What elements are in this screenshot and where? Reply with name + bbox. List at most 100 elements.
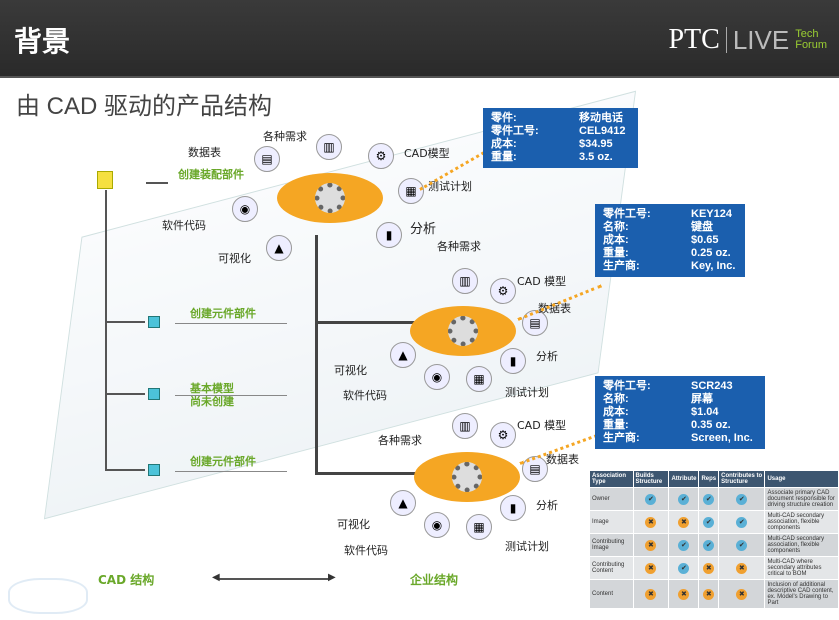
usage-text: Multi-CAD where secondary attributes cri…: [764, 556, 839, 580]
association-type: Image: [589, 510, 634, 534]
document-icon: ▥: [452, 413, 478, 439]
gear-icon: [452, 462, 482, 492]
arrow-right-icon: ▶: [328, 572, 336, 583]
check-icon: ✔: [678, 539, 690, 551]
cross-icon: ✖: [678, 588, 690, 600]
label-test-plan: 测试计划: [505, 540, 549, 553]
table-row: Contributing Content✖✔✖✖Multi-CAD where …: [589, 556, 839, 580]
arrow-left-icon: ◀: [212, 572, 220, 583]
pdf-icon: ▤: [522, 456, 548, 482]
cross-icon: ✖: [703, 562, 715, 574]
slide-title: 背景: [14, 25, 71, 58]
cad-structure-label: CAD 结构: [98, 573, 155, 587]
check-icon: ✔: [703, 493, 715, 505]
chart-icon: ▮: [500, 348, 526, 374]
label-visualization: 可视化: [334, 364, 367, 377]
usage-text: Inclusion of additional descriptive CAD …: [764, 579, 839, 609]
label-datasheet: 数据表: [546, 453, 579, 466]
association-type: Contributing Content: [589, 556, 634, 580]
enterprise-structure-label: 企业结构: [410, 573, 459, 587]
spreadsheet-icon: ▦: [466, 514, 492, 540]
spreadsheet-icon: ▦: [466, 366, 492, 392]
part-cube-icon: [148, 316, 160, 328]
pdf-icon: ▤: [254, 146, 280, 172]
gear-icon: [448, 316, 478, 346]
pdf-icon: ▤: [522, 310, 548, 336]
not-created-label: 尚未创建: [190, 395, 234, 408]
logo-brand: PTC: [668, 24, 720, 55]
logo-forum: Forum: [795, 39, 827, 51]
screen-info-box: 零件工号:SCR243 名称:屏幕 成本:$1.04 重量:0.35 oz. 生…: [595, 376, 765, 449]
label-cad-model: CAD模型: [404, 147, 450, 160]
create-part-label: 创建元件部件: [190, 455, 256, 468]
cross-icon: ✖: [645, 516, 657, 528]
create-assembly-label: 创建装配部件: [178, 168, 244, 181]
table-row: Contributing Image✖✔✔✔Multi-CAD secondar…: [589, 533, 839, 557]
usage-text: Multi-CAD secondary association, flexibl…: [764, 510, 839, 534]
cross-icon: ✖: [645, 539, 657, 551]
cross-icon: ✖: [645, 588, 657, 600]
visualization-icon: ▲: [390, 342, 416, 368]
check-icon: ✔: [645, 493, 657, 505]
label-requirements: 各种需求: [437, 240, 481, 253]
document-icon: [97, 171, 113, 189]
label-analysis: 分析: [410, 222, 437, 237]
check-icon: ✔: [703, 539, 715, 551]
cross-icon: ✖: [703, 588, 715, 600]
label-cad-model: CAD 模型: [517, 419, 567, 432]
check-icon: ✔: [703, 516, 715, 528]
disc-icon: ◉: [424, 364, 450, 390]
logo-tech: Tech: [795, 28, 819, 40]
check-icon: ✔: [678, 562, 690, 574]
cad-model-icon: ⚙: [368, 143, 394, 169]
usage-text: Associate primary CAD document responsib…: [764, 487, 839, 511]
label-datasheet: 数据表: [188, 146, 221, 159]
label-software: 软件代码: [162, 219, 206, 232]
document-icon: ▥: [316, 134, 342, 160]
label-software: 软件代码: [344, 544, 388, 557]
spreadsheet-icon: ▦: [398, 178, 424, 204]
table-row: Owner ✔ ✔ ✔ ✔ Associate primary CAD document …: [589, 487, 839, 511]
chart-icon: ▮: [500, 495, 526, 521]
part-cube-icon: [148, 388, 160, 400]
disc-icon: ◉: [232, 196, 258, 222]
component-hub: [410, 306, 516, 356]
label-datasheet: 数据表: [538, 302, 571, 315]
check-icon: ✔: [736, 493, 748, 505]
association-type: Content: [589, 579, 634, 609]
logo-live: LIVE: [732, 24, 790, 55]
cad-model-icon: ⚙: [490, 278, 516, 304]
document-icon: ▥: [452, 268, 478, 294]
check-icon: ✔: [678, 493, 690, 505]
component-hub: [414, 452, 520, 502]
label-test-plan: 测试计划: [505, 386, 549, 399]
keyboard-info-box: 零件工号:KEY124 名称:键盘 成本:$0.65 重量:0.25 oz. 生…: [595, 204, 745, 277]
chart-icon: ▮: [376, 222, 402, 248]
disc-icon: ◉: [424, 512, 450, 538]
usage-text: Multi-CAD secondary association, flexibl…: [764, 533, 839, 557]
label-analysis: 分析: [536, 350, 558, 363]
cross-icon: ✖: [736, 562, 748, 574]
label-software: 软件代码: [343, 389, 387, 402]
cross-icon: ✖: [678, 516, 690, 528]
label-test-plan: 测试计划: [428, 180, 472, 193]
cross-icon: ✖: [736, 588, 748, 600]
assembly-hub: [277, 173, 383, 223]
association-type: Owner: [589, 487, 634, 511]
gear-icon: [315, 183, 345, 213]
visualization-icon: ▲: [266, 235, 292, 261]
base-model-label: 基本模型: [190, 382, 234, 395]
create-part-label: 创建元件部件: [190, 307, 256, 320]
check-icon: ✔: [736, 539, 748, 551]
phone-info-box: 零件:移动电话 零件工号:CEL9412 成本:$34.95 重量:3.5 oz…: [483, 108, 638, 168]
label-visualization: 可视化: [218, 252, 251, 265]
subtitle: 由 CAD 驱动的产品结构: [16, 93, 273, 120]
check-icon: ✔: [736, 516, 748, 528]
label-requirements: 各种需求: [378, 434, 422, 447]
visualization-icon: ▲: [390, 490, 416, 516]
label-visualization: 可视化: [337, 518, 370, 531]
table-row: Image ✖ ✖ ✔ ✔ Multi-CAD secondary association…: [589, 510, 839, 534]
